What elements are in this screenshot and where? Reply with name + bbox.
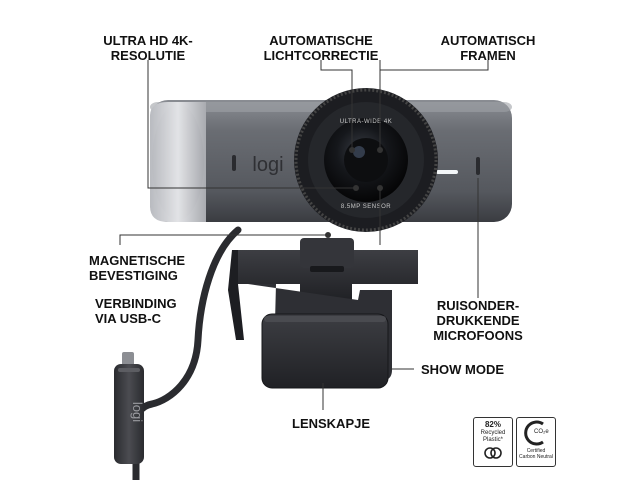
callout-magnetic-mount: MAGNETISCHE BEVESTIGING — [89, 253, 185, 283]
callout-noise-mics-line: MICROFOONS — [433, 328, 523, 343]
right-mic-slot — [476, 157, 480, 175]
logo-text: logi — [252, 154, 283, 176]
callout-ultra-hd-line: RESOLUTIE — [110, 48, 186, 63]
recycle-icon — [484, 447, 502, 459]
recycled-line2: Plastic* — [482, 437, 503, 443]
callout-usb-c-line: VIA USB-C — [95, 311, 161, 326]
callout-auto-light-line: AUTOMATISCHE — [269, 33, 373, 48]
recycled-plastic-badge: 82% Recycled Plastic* — [473, 417, 513, 467]
callout-auto-light: AUTOMATISCHE LICHTCORRECTIE — [258, 33, 384, 63]
callout-noise-mics: RUISONDER- DRUKKENDE MICROFOONS — [428, 298, 528, 343]
lens-ring-bottom-text: 8.5MP SENSOR — [341, 204, 391, 210]
carbon-line1: Certified — [526, 448, 546, 454]
mount-clip — [228, 238, 418, 389]
callout-noise-mics-line: RUISONDER- — [436, 298, 520, 313]
callout-magnetic-mount-line: BEVESTIGING — [89, 268, 178, 283]
callout-usb-c-line: VERBINDING — [95, 296, 177, 311]
carbon-neutral-icon — [524, 420, 544, 446]
callout-leader-lines — [119, 60, 489, 410]
callout-show-mode: SHOW MODE — [421, 362, 505, 377]
callout-auto-framing-line: FRAMEN — [460, 48, 516, 63]
callout-usb-c: VERBINDING VIA USB-C — [95, 296, 177, 326]
callout-auto-framing: AUTOMATISCH FRAMEN — [432, 33, 544, 63]
usb-c-plug — [114, 352, 144, 464]
callout-ultra-hd: ULTRA HD 4K- RESOLUTIE — [94, 33, 202, 63]
lens-ring-top-text: ULTRA-WIDE 4K — [340, 119, 392, 125]
recycled-line1: Recycled — [480, 430, 506, 436]
left-mic-slot — [232, 155, 236, 171]
lens — [294, 88, 438, 232]
plug-logo-text: logi — [130, 402, 145, 422]
carbon-line2: Carbon Neutral — [519, 454, 553, 460]
callout-lens-cap: LENSKAPJE — [292, 416, 371, 431]
callout-auto-framing-line: AUTOMATISCH — [440, 33, 536, 48]
callout-auto-light-line: LICHTCORRECTIE — [263, 48, 379, 63]
carbon-mark: CO₂e — [534, 429, 549, 435]
indicator-light — [436, 170, 458, 174]
callout-magnetic-mount-line: MAGNETISCHE — [89, 253, 186, 268]
callout-noise-mics-line: DRUKKENDE — [436, 313, 520, 328]
carbon-neutral-badge: CO₂e Certified Carbon Neutral — [516, 417, 556, 467]
recycled-percent: 82% — [484, 420, 501, 429]
callout-ultra-hd-line: ULTRA HD 4K- — [103, 33, 193, 48]
